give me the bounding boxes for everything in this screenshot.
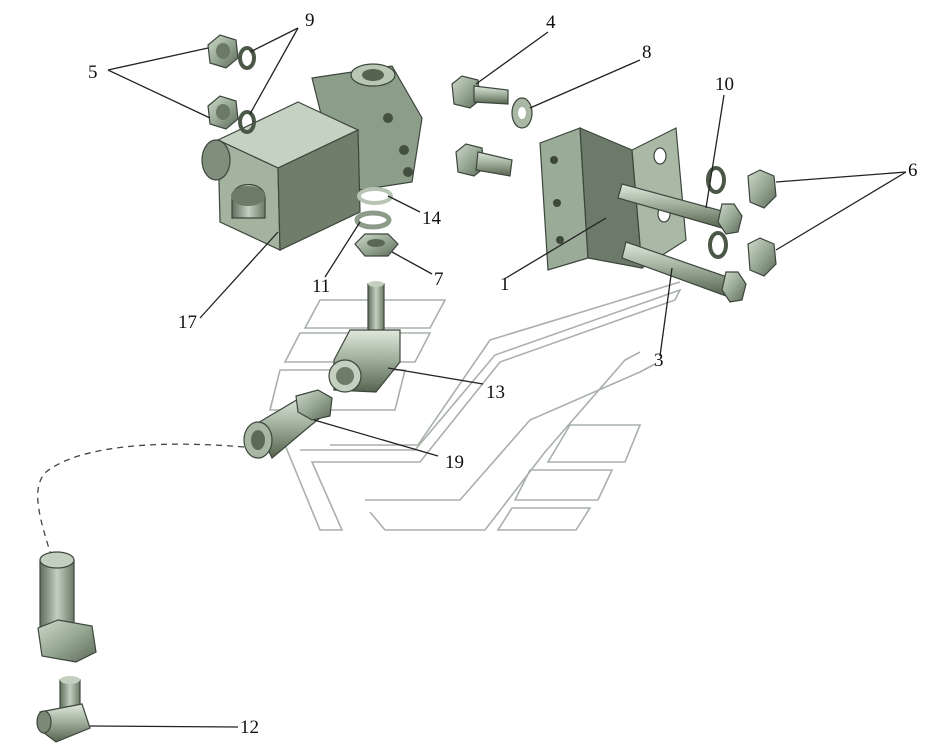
hose-line (37, 443, 245, 559)
callout-19: 19 (445, 452, 464, 473)
callout-9: 9 (305, 10, 315, 31)
fitting-part-12 (36, 551, 97, 743)
nut-part-5 (207, 34, 239, 130)
nut-part-7 (354, 233, 399, 257)
callout-17: 17 (178, 312, 197, 333)
washer-part-14 (357, 187, 393, 205)
callout-6: 6 (908, 160, 918, 181)
callout-5: 5 (88, 62, 98, 83)
callout-8: 8 (642, 42, 652, 63)
valve-body-part (201, 63, 423, 251)
washer-part-8 (511, 97, 533, 129)
callout-4: 4 (546, 12, 556, 33)
bracket-part-1 (539, 127, 687, 271)
callout-14: 14 (422, 208, 442, 229)
callout-12: 12 (240, 717, 259, 738)
callout-1: 1 (500, 274, 510, 295)
callout-labels: 1 3 4 5 6 7 8 9 10 11 12 13 14 17 19 (88, 10, 918, 738)
washer-part-11 (354, 210, 392, 230)
callout-7: 7 (434, 269, 444, 290)
connector-part-19 (243, 389, 333, 459)
washer-part-10 (706, 166, 728, 259)
callout-3: 3 (654, 350, 664, 371)
callout-13: 13 (486, 382, 505, 403)
leader-lines (89, 27, 907, 728)
long-bolt-part-3 (617, 183, 747, 303)
nut-part-6 (747, 169, 777, 277)
elbow-fitting-part-13 (328, 281, 401, 393)
bolt-part-4 (451, 75, 513, 177)
callout-10: 10 (715, 74, 734, 95)
washer-part-9 (238, 46, 256, 134)
callout-11: 11 (312, 276, 330, 297)
